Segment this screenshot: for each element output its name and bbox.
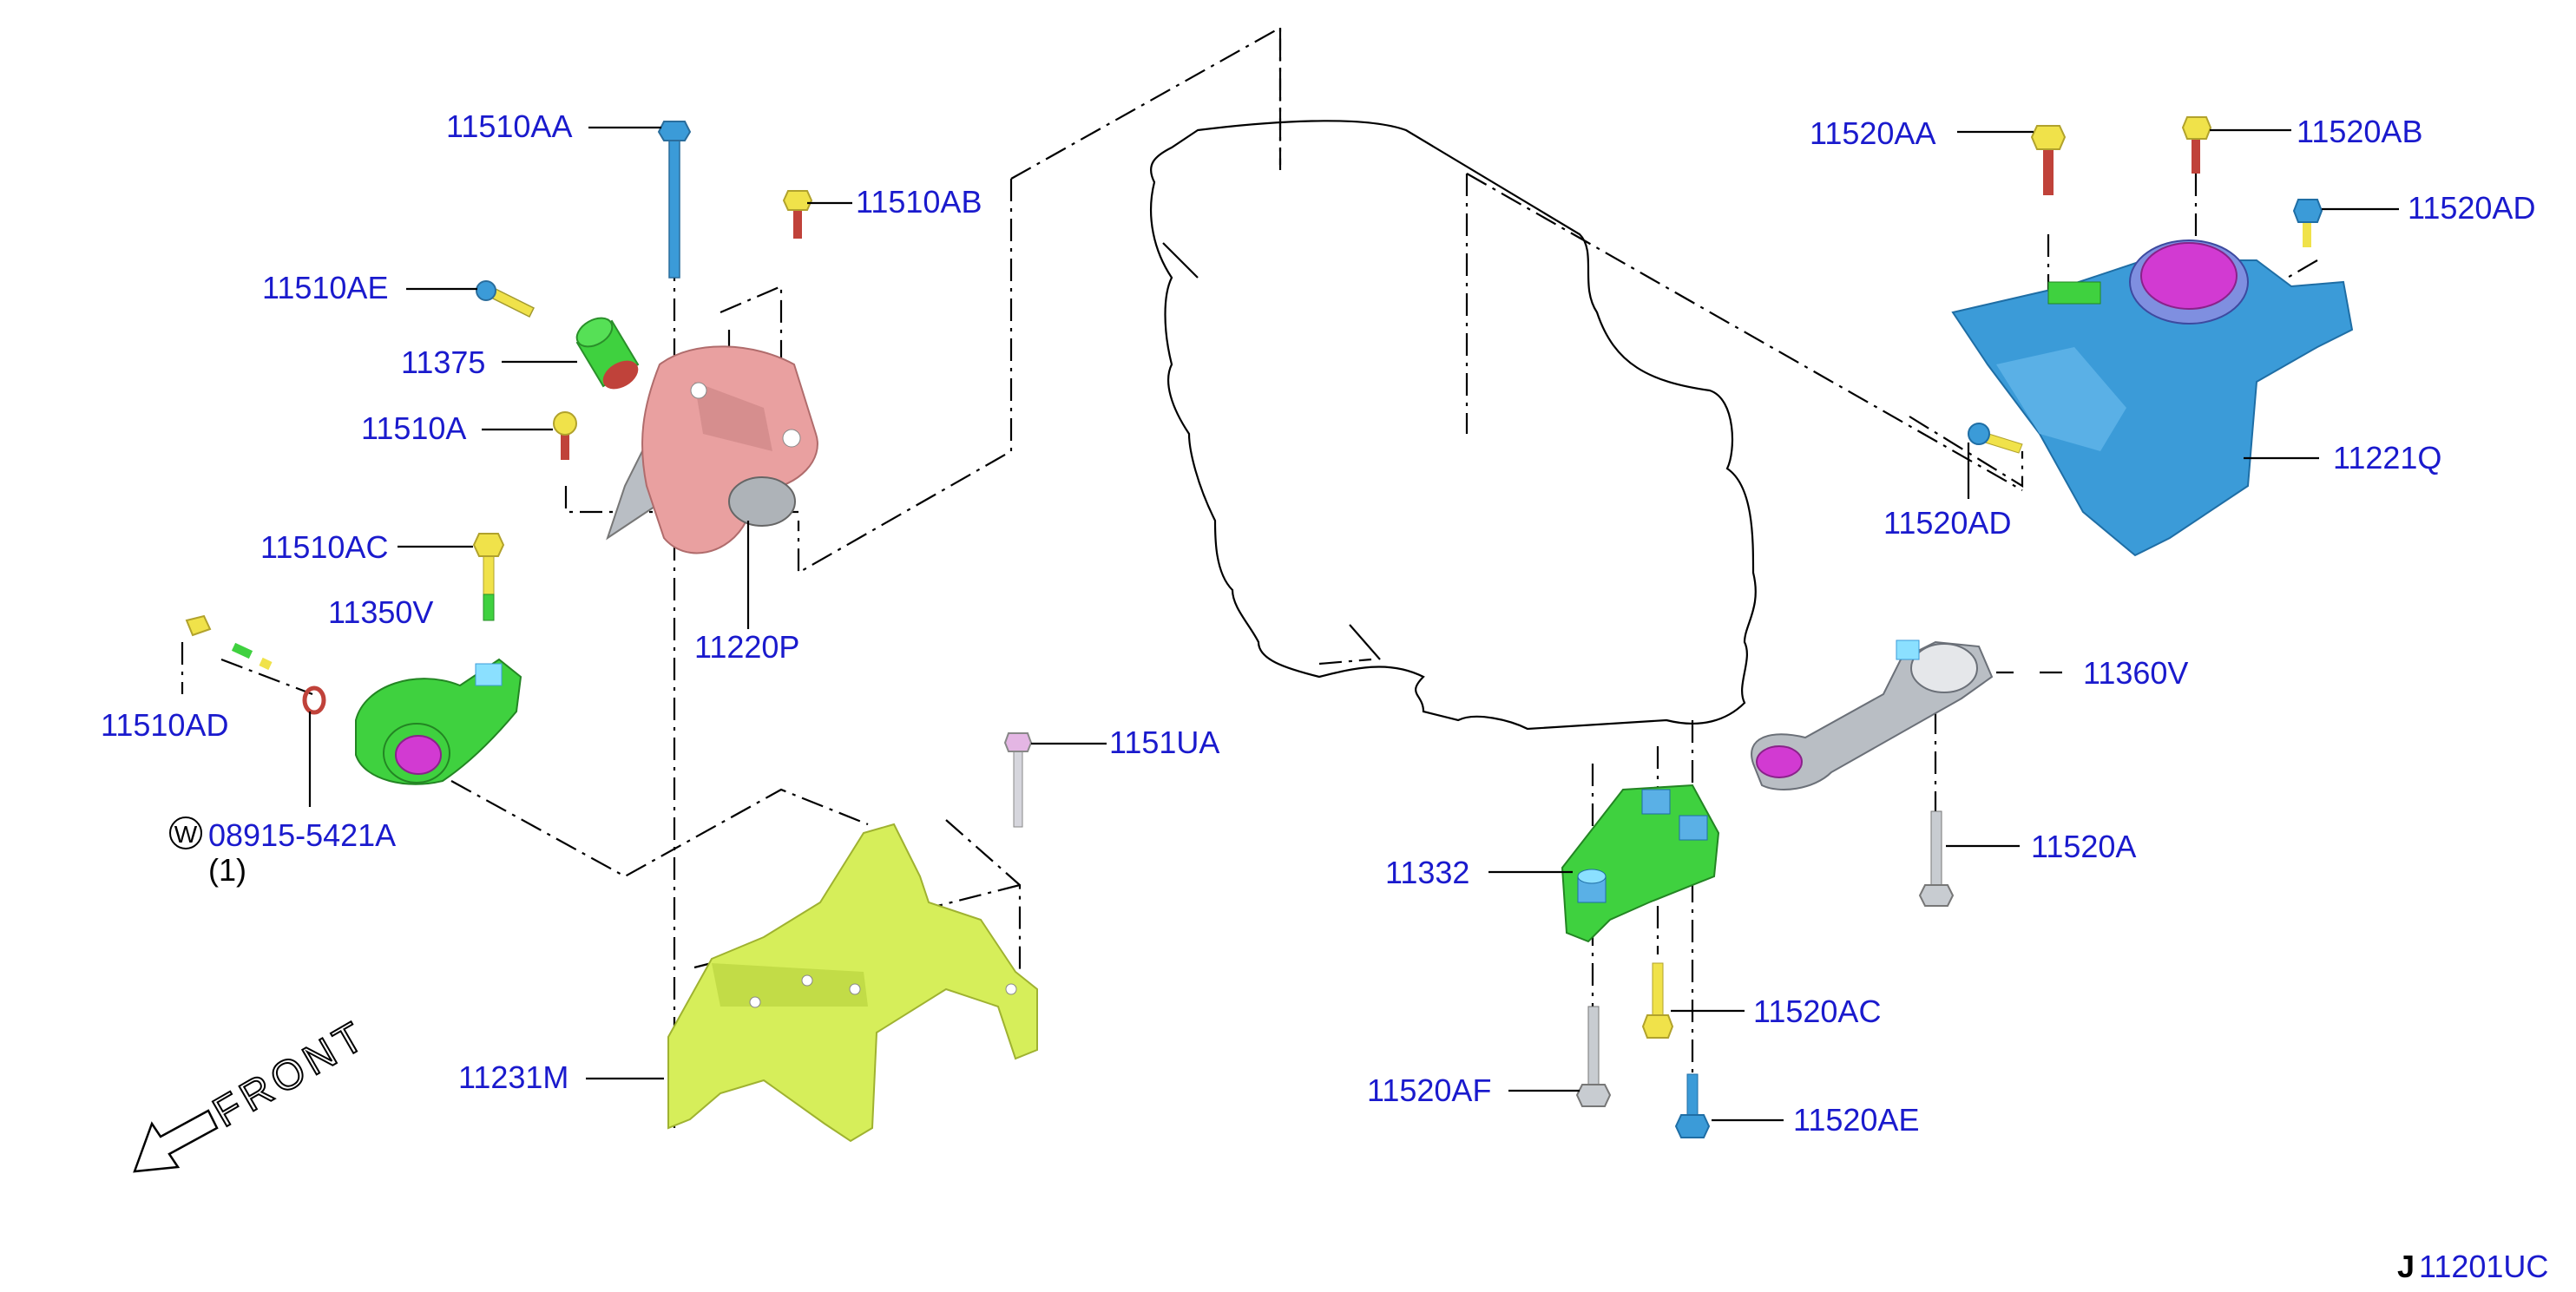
label-11231M[interactable]: 11231M	[458, 1059, 568, 1095]
leader-lines	[308, 126, 2399, 1122]
label-11510AC[interactable]: 11510AC	[260, 529, 388, 565]
diagram-code-prefix: J	[2397, 1249, 2415, 1284]
bracket-11231M	[667, 823, 1038, 1143]
washer-symbol-circle	[169, 817, 202, 849]
label-11510AA[interactable]: 11510AA	[446, 108, 572, 144]
label-11510AD-left[interactable]: 11510AD	[101, 707, 228, 743]
label-11520A[interactable]: 11520A	[2031, 829, 2136, 864]
bushing-11375	[575, 317, 640, 390]
bolt-11520AD-top	[2292, 199, 2323, 247]
bolt-11520AB	[2181, 116, 2212, 174]
front-label: FRONT	[206, 1012, 376, 1137]
bolt-11510A	[553, 411, 577, 460]
bolt-11520AE	[1674, 1073, 1711, 1138]
label-11520AE[interactable]: 11520AE	[1793, 1102, 1919, 1138]
bolt-11510AA	[657, 121, 692, 279]
label-11375[interactable]: 11375	[401, 344, 485, 380]
bracket-11332	[1561, 784, 1720, 943]
bolt-11510AD	[185, 614, 273, 671]
label-11360V[interactable]: 11360V	[2083, 655, 2188, 691]
part-labels: 11510AA 11510AB 11510AE 11375 11510A 115…	[101, 108, 2535, 1138]
mount-11350V	[355, 658, 522, 785]
assembly-lines	[181, 26, 2318, 1128]
label-11510A[interactable]: 11510A	[361, 410, 466, 446]
bolt-11510AC	[472, 533, 505, 621]
label-11510AE[interactable]: 11510AE	[262, 270, 388, 305]
label-11350V[interactable]: 11350V	[328, 594, 433, 630]
label-11220P[interactable]: 11220P	[694, 629, 799, 665]
label-1151UA[interactable]: 1151UA	[1109, 725, 1219, 760]
label-08915-5421A[interactable]: 08915-5421A	[208, 817, 396, 853]
bolt-11510AB	[782, 190, 813, 239]
bolt-11520AC	[1641, 962, 1674, 1039]
label-quantity: (1)	[208, 852, 246, 888]
label-11520AC[interactable]: 11520AC	[1753, 994, 1881, 1029]
bolt-11520AF	[1575, 1006, 1612, 1107]
washer-08915-5421A	[302, 685, 326, 715]
front-indicator: FRONT	[133, 1011, 377, 1173]
bolt-11520AA	[2030, 125, 2067, 195]
label-11520AB[interactable]: 11520AB	[2297, 114, 2422, 149]
label-11520AF[interactable]: 11520AF	[1367, 1072, 1491, 1108]
front-arrow-icon	[133, 1109, 219, 1173]
engine-mount-bracket	[606, 345, 818, 554]
label-11520AD-top[interactable]: 11520AD	[2408, 190, 2535, 226]
label-11221Q[interactable]: 11221Q	[2333, 440, 2441, 475]
bolt-11520AD-side	[1968, 423, 2023, 454]
torque-rod-11360V	[1751, 639, 1994, 790]
engine-outline	[1149, 120, 1757, 731]
label-11510AB[interactable]: 11510AB	[856, 184, 982, 220]
bolt-11520A	[1918, 810, 1955, 907]
washer-symbol: W	[174, 821, 198, 848]
diagram-code-number: 11201UC	[2419, 1249, 2548, 1284]
mount-11221Q	[1951, 239, 2354, 557]
diagram-code: J 11201UC	[2397, 1249, 2548, 1284]
label-11520AD-side[interactable]: 11520AD	[1883, 505, 2011, 541]
label-11520AA[interactable]: 11520AA	[1810, 115, 1935, 151]
bolt-11510AE	[476, 280, 536, 318]
bolt-1151UA	[1003, 732, 1033, 828]
label-11332[interactable]: 11332	[1385, 855, 1469, 890]
